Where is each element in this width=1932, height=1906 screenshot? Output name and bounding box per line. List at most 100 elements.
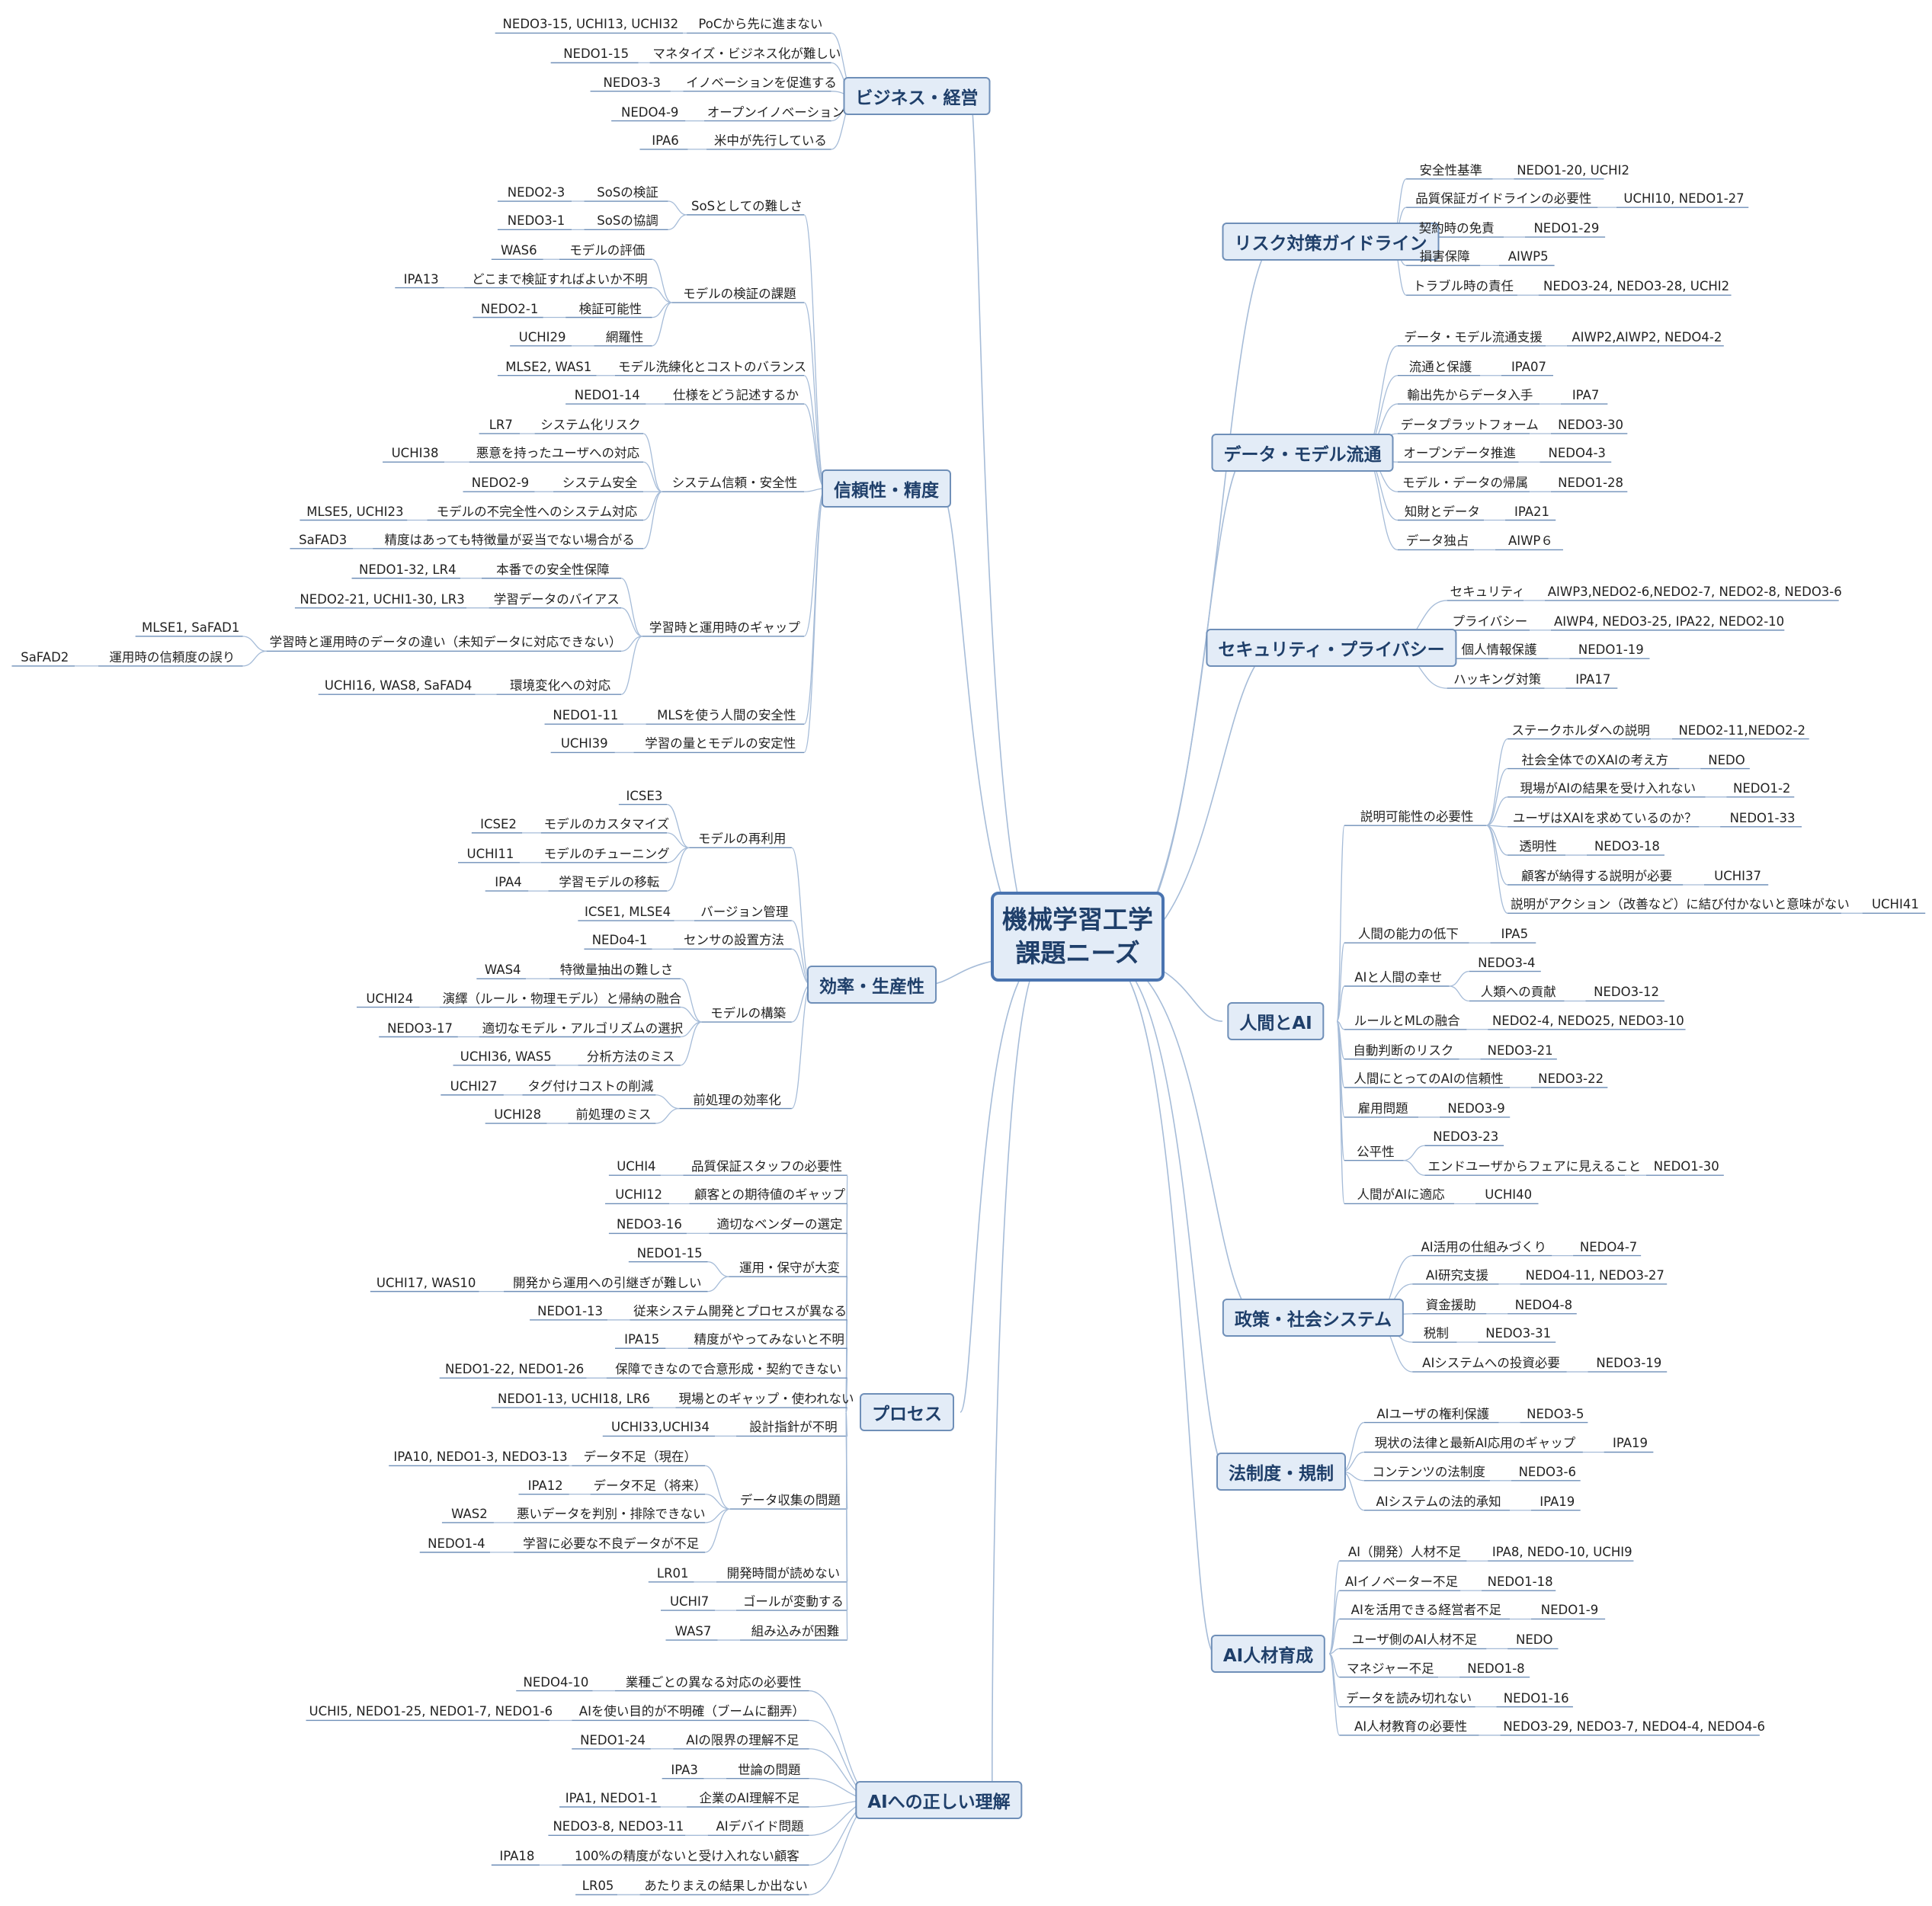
node-label[interactable]: 従来システム開発とプロセスが異なる (633, 1303, 847, 1318)
node-label[interactable]: AIイノベーター不足 (1344, 1574, 1458, 1590)
node-label[interactable]: LR05 (582, 1879, 614, 1894)
node-label[interactable]: 流通と保護 (1408, 359, 1472, 374)
node-label[interactable]: AIWP5 (1507, 249, 1549, 264)
node-label[interactable]: UCHI37 (1714, 868, 1762, 883)
node-label[interactable]: 保障できなので合意形成・契約できない (615, 1362, 842, 1377)
branch-12[interactable]: AI人材育成 (1210, 1635, 1326, 1673)
node-label[interactable]: NEDO1-16 (1503, 1690, 1569, 1706)
node-label[interactable]: 悪意を持ったユーザへの対応 (476, 446, 639, 461)
node-label[interactable]: NEDO3-9 (1447, 1100, 1505, 1116)
node-label[interactable]: NEDO3-21 (1487, 1043, 1553, 1058)
node-label[interactable]: モデルのチューニング (543, 846, 670, 861)
node-label[interactable]: モデルの評価 (569, 243, 646, 258)
node-label[interactable]: AIの限界の理解不足 (686, 1732, 799, 1747)
node-label[interactable]: オープンデータ推進 (1403, 446, 1516, 461)
node-label[interactable]: 学習データのバイアス (493, 591, 620, 607)
node-label[interactable]: NEDO1-15 (636, 1245, 703, 1261)
node-label[interactable]: UCHI36, WAS5 (460, 1049, 552, 1064)
node-label[interactable]: NEDO1-18 (1487, 1574, 1553, 1590)
node-label[interactable]: セキュリティ (1450, 584, 1525, 599)
node-label[interactable]: ハッキング対策 (1453, 672, 1542, 687)
node-label[interactable]: NEDO1-4 (428, 1536, 485, 1551)
node-label[interactable]: IPA6 (652, 133, 679, 148)
node-label[interactable]: ステークホルダへの説明 (1511, 722, 1650, 738)
node-label[interactable]: システム化リスク (540, 417, 641, 432)
node-label[interactable]: NEDO1-11 (553, 708, 619, 723)
node-label[interactable]: NEDO (1516, 1632, 1553, 1648)
node-label[interactable]: 前処理の効率化 (693, 1092, 781, 1107)
node-label[interactable]: NEDO1-9 (1540, 1603, 1599, 1618)
node-label[interactable]: 適切なモデル・アルゴリズムの選択 (482, 1020, 684, 1036)
node-label[interactable]: IPA18 (499, 1849, 535, 1864)
node-label[interactable]: モデル洗練化とコストのバランス (618, 359, 807, 374)
node-label[interactable]: NEDO2-21, UCHI1-30, LR3 (300, 591, 465, 607)
node-label[interactable]: NEDO3-4 (1478, 955, 1536, 970)
node-label[interactable]: NEDO3-12 (1594, 985, 1660, 1000)
node-label[interactable]: 精度がやってみないと不明 (694, 1332, 844, 1347)
node-label[interactable]: AIユーザの権利保護 (1376, 1406, 1490, 1421)
node-label[interactable]: イノベーションを促進する (686, 75, 837, 90)
node-label[interactable]: 品質保証ガイドラインの必要性 (1415, 191, 1592, 207)
node-label[interactable]: NEDO4-8 (1514, 1297, 1573, 1312)
node-label[interactable]: IPA4 (495, 875, 522, 890)
node-label[interactable]: 現場とのギャップ・使われない (678, 1392, 854, 1407)
node-label[interactable]: MLSE5, UCHI23 (306, 504, 404, 519)
branch-8[interactable]: セキュリティ・プライバシー (1206, 629, 1457, 667)
node-label[interactable]: IPA13 (403, 271, 439, 287)
node-label[interactable]: NEDO3-15, UCHI13, UCHI32 (502, 17, 679, 32)
node-label[interactable]: IPA15 (624, 1332, 660, 1347)
node-label[interactable]: AIを活用できる経営者不足 (1350, 1603, 1501, 1618)
node-label[interactable]: AI研究支援 (1425, 1267, 1488, 1283)
node-label[interactable]: 組み込みが困難 (751, 1624, 840, 1639)
node-label[interactable]: トラブル時の責任 (1413, 279, 1514, 294)
node-label[interactable]: PoCから先に進まない (698, 17, 823, 32)
node-label[interactable]: NEDO1-28 (1558, 476, 1624, 491)
node-label[interactable]: 運用・保守が大変 (739, 1261, 841, 1276)
node-label[interactable]: AIシステムへの投資必要 (1422, 1356, 1560, 1371)
branch-5[interactable]: AIへの正しい理解 (855, 1781, 1023, 1819)
node-label[interactable]: 網羅性 (605, 329, 644, 344)
node-label[interactable]: 学習時と運用時のデータの違い（未知データに対応できない） (269, 635, 622, 650)
node-label[interactable]: WAS6 (500, 243, 537, 258)
node-label[interactable]: 環境変化への対応 (510, 678, 611, 694)
node-label[interactable]: AIと人間の幸せ (1354, 970, 1443, 985)
node-label[interactable]: モデルの構築 (710, 1006, 787, 1021)
node-label[interactable]: IPA21 (1514, 504, 1550, 519)
node-label[interactable]: 分析方法のミス (586, 1049, 675, 1064)
node-label[interactable]: NEDO3-31 (1485, 1326, 1552, 1341)
node-label[interactable]: IPA17 (1575, 672, 1611, 687)
node-label[interactable]: 演繹（ルール・物理モデル）と帰納の融合 (442, 991, 682, 1006)
node-label[interactable]: エンドユーザからフェアに見えること (1427, 1159, 1642, 1174)
node-label[interactable]: ICSE1, MLSE4 (584, 905, 671, 920)
node-label[interactable]: 仕様をどう記述するか (672, 388, 799, 403)
branch-9[interactable]: 人間とAI (1227, 1002, 1325, 1040)
node-label[interactable]: NEDO3-17 (387, 1020, 453, 1036)
node-label[interactable]: UCHI7 (669, 1594, 710, 1610)
node-label[interactable]: 顧客との期待値のギャップ (694, 1187, 845, 1203)
node-label[interactable]: ICSE3 (626, 788, 663, 803)
node-label[interactable]: 雇用問題 (1357, 1100, 1408, 1116)
node-label[interactable]: NEDO4-10 (523, 1674, 589, 1690)
node-label[interactable]: 人間がAIに適応 (1357, 1187, 1445, 1203)
node-label[interactable]: 現状の法律と最新AI応用のギャップ (1374, 1436, 1576, 1451)
node-label[interactable]: 輸出先からデータ入手 (1407, 388, 1533, 403)
node-label[interactable]: IPA3 (671, 1762, 698, 1777)
node-label[interactable]: MLSE1, SaFAD1 (141, 620, 240, 635)
node-label[interactable]: AIWP4, NEDO3-25, IPA22, NEDO2-10 (1553, 613, 1785, 629)
node-label[interactable]: IPA1, NEDO1-1 (565, 1791, 658, 1805)
branch-10[interactable]: 政策・社会システム (1222, 1299, 1405, 1337)
node-label[interactable]: 現場がAIの結果を受け入れない (1520, 780, 1697, 796)
node-label[interactable]: UCHI28 (494, 1107, 542, 1123)
node-label[interactable]: UCHI39 (560, 736, 608, 751)
node-label[interactable]: LR01 (656, 1565, 689, 1581)
node-label[interactable]: センサの設置方法 (684, 933, 785, 948)
node-label[interactable]: 設計指針が不明 (749, 1420, 838, 1435)
node-label[interactable]: UCHI41 (1871, 897, 1919, 912)
node-label[interactable]: UCHI40 (1485, 1187, 1533, 1203)
node-label[interactable]: SoSの協調 (597, 213, 658, 229)
node-label[interactable]: NEDO4-9 (621, 104, 679, 120)
node-label[interactable]: システム安全 (562, 476, 638, 491)
branch-7[interactable]: データ・モデル流通 (1211, 434, 1394, 472)
node-label[interactable]: SaFAD3 (299, 532, 348, 547)
node-label[interactable]: モデル・データの帰属 (1402, 476, 1528, 491)
